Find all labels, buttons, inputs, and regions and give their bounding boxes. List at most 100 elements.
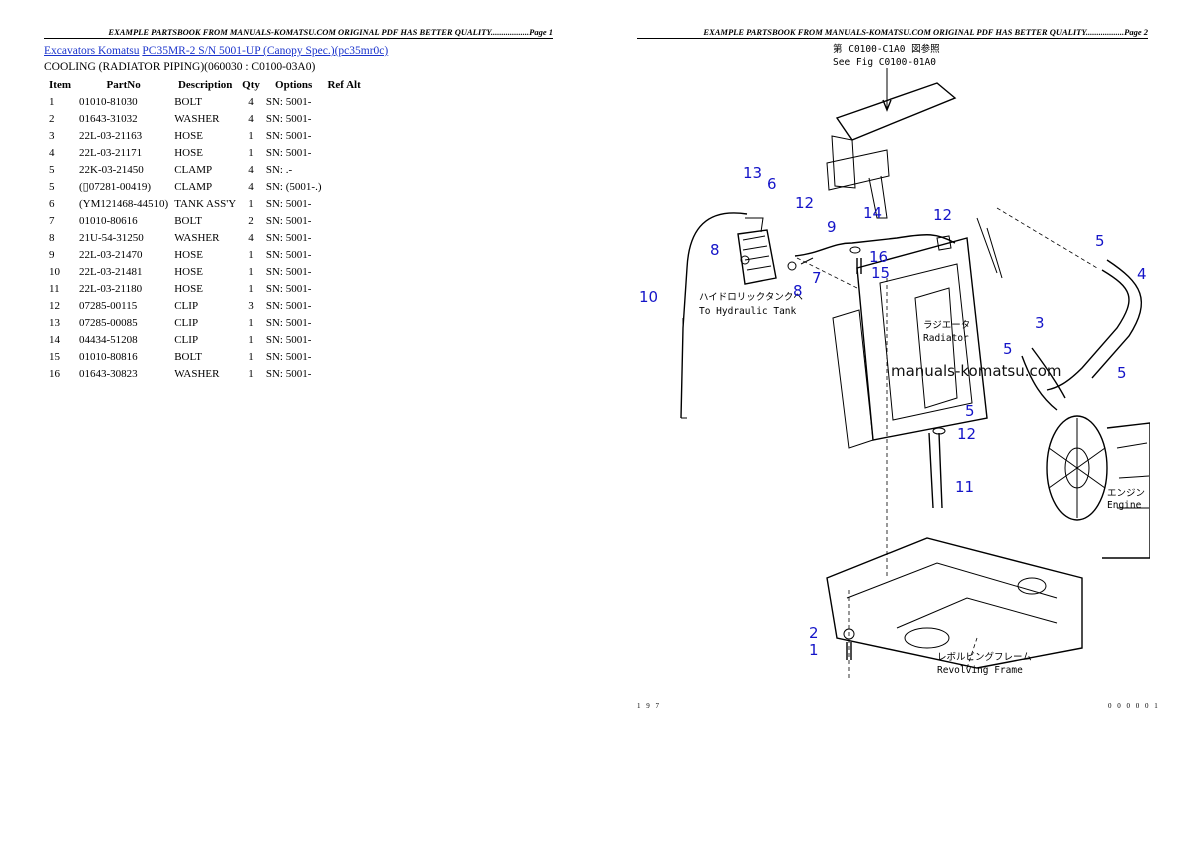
col-header-partno: PartNo (106, 78, 141, 91)
engine-label-jp: エンジン (1107, 488, 1145, 499)
cell-ref-alt (324, 229, 363, 246)
cell-qty: 4 (248, 95, 254, 108)
cell-partno: 01010-80816 (79, 350, 138, 363)
footer-left: 1 9 7 (637, 702, 661, 710)
footer-right: 0 0 0 0 0 1 (1108, 702, 1160, 710)
cell-qty: 1 (248, 316, 254, 329)
leader-lines (796, 207, 1098, 678)
ref-arrow (882, 99, 892, 112)
cell-options: SN: 5001- (265, 367, 312, 380)
cell-qty: 1 (248, 350, 254, 363)
cell-options: SN: 5001- (265, 248, 312, 261)
col-header-description: Description (177, 78, 233, 91)
revolving-frame-label-en: Revolving Frame (937, 665, 1023, 676)
cell-ref-alt (324, 314, 363, 331)
cell-options: SN: 5001- (265, 333, 312, 346)
cell-options: SN: .- (265, 163, 293, 176)
breadcrumb: Excavators Komatsu PC35MR-2 S/N 5001-UP … (44, 45, 388, 57)
cell-description: WASHER (174, 231, 220, 244)
hose-9 (794, 234, 956, 257)
cell-ref-alt (324, 195, 363, 212)
cell-ref-alt (324, 110, 363, 127)
cell-qty: 4 (248, 112, 254, 125)
cell-partno: (YM121468-44510) (79, 197, 169, 210)
cell-description: CLAMP (174, 180, 213, 193)
callout-12: 12 (957, 425, 976, 443)
callout-3: 3 (1035, 314, 1045, 332)
callout-numbers: 13 6 12 9 14 12 5 4 8 16 15 7 8 10 3 5 5… (639, 164, 1147, 659)
cell-partno: 01010-80616 (79, 214, 138, 227)
cell-qty: 4 (248, 231, 254, 244)
cell-item: 1 (49, 95, 55, 108)
callout-12: 12 (795, 194, 814, 212)
section-title: COOLING (RADIATOR PIPING)(060030 : C0100… (44, 61, 316, 73)
cell-qty: 1 (248, 333, 254, 346)
cell-partno: 07285-00085 (79, 316, 138, 329)
cell-options: SN: 5001- (265, 197, 312, 210)
cell-item: 9 (49, 248, 55, 261)
cell-options: SN: 5001- (265, 316, 312, 329)
callout-8: 8 (793, 282, 803, 300)
cell-options: SN: 5001- (265, 112, 312, 125)
cell-qty: 1 (248, 367, 254, 380)
cell-options: SN: 5001- (265, 265, 312, 278)
breadcrumb-link-model[interactable]: PC35MR-2 S/N 5001-UP (Canopy Spec.)(pc35… (142, 45, 389, 57)
cell-item: 2 (49, 112, 55, 125)
cell-item: 13 (49, 316, 60, 329)
cell-item: 6 (49, 197, 55, 210)
radiator-label-en: Radiator (923, 333, 969, 344)
callout-16: 16 (869, 248, 888, 266)
cell-options: SN: 5001- (265, 350, 312, 363)
cell-item: 12 (49, 299, 60, 312)
radiator-assembly (832, 217, 1003, 449)
cell-partno: 01643-30823 (79, 367, 138, 380)
cell-item: 15 (49, 350, 60, 363)
callout-7: 7 (812, 269, 822, 287)
cell-partno: 22K-03-21450 (79, 163, 144, 176)
cell-qty: 1 (248, 248, 254, 261)
breadcrumb-link-excavators[interactable]: Excavators Komatsu (44, 45, 140, 57)
cell-ref-alt (324, 93, 363, 110)
cell-description: CLAMP (174, 163, 213, 176)
cell-partno: 21U-54-31250 (79, 231, 144, 244)
callout-15: 15 (871, 264, 890, 282)
bolts-and-washers (740, 246, 946, 660)
parts-table: Item PartNo Description Qty Options Ref … (44, 76, 364, 382)
cell-description: WASHER (174, 367, 220, 380)
cell-qty: 4 (248, 163, 254, 176)
cell-options: SN: 5001- (265, 282, 312, 295)
callout-6: 6 (767, 175, 777, 193)
cell-options: SN: 5001- (265, 95, 312, 108)
cell-item: 10 (49, 265, 60, 278)
hydraulic-tank-label-jp: ハイドロリックタンクへ (699, 292, 803, 303)
cell-qty: 4 (248, 180, 254, 193)
cell-ref-alt (324, 280, 363, 297)
cell-ref-alt (324, 144, 363, 161)
cell-qty: 1 (248, 265, 254, 278)
cell-partno: 22L-03-21163 (79, 129, 143, 142)
cell-description: HOSE (174, 265, 203, 278)
cell-description: CLIP (174, 333, 199, 346)
cell-ref-alt (324, 161, 363, 178)
cell-partno: 22L-03-21171 (79, 146, 143, 159)
callout-11: 11 (955, 478, 974, 496)
cell-partno: 04434-51208 (79, 333, 138, 346)
cell-options: SN: 5001- (265, 129, 312, 142)
cell-ref-alt (324, 348, 363, 365)
hose-4 (1046, 269, 1130, 391)
callout-14: 14 (863, 204, 882, 222)
radiator-label-jp: ラジエータ (923, 320, 970, 331)
cell-ref-alt (324, 297, 363, 314)
callout-5: 5 (1003, 340, 1013, 358)
cell-ref-alt (324, 127, 363, 144)
